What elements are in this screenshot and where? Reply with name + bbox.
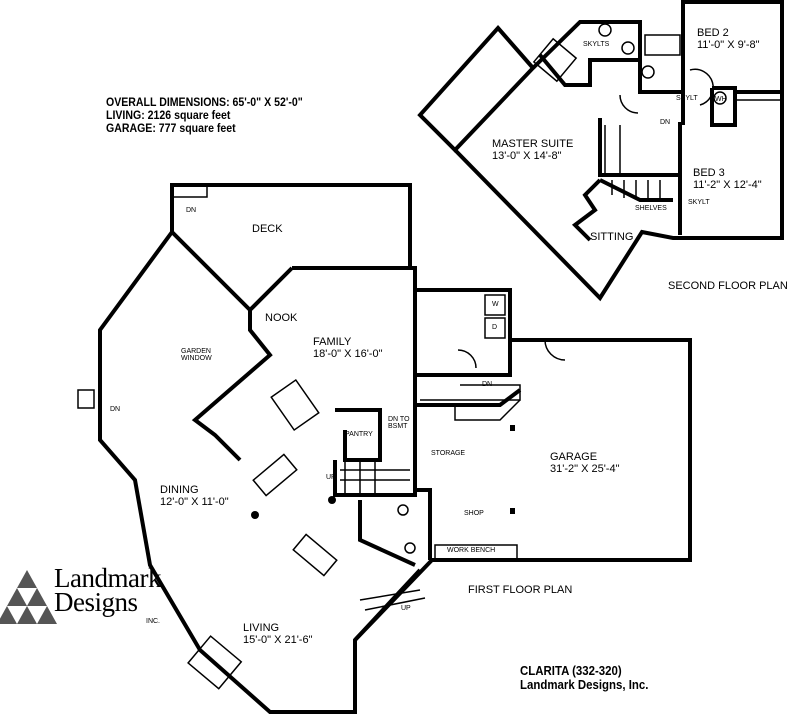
shelves-note: SHELVES bbox=[635, 205, 667, 212]
living-area: LIVING: 2126 square feet bbox=[106, 108, 231, 122]
living-label: LIVING bbox=[243, 622, 279, 634]
first-floor-title: FIRST FLOOR PLAN bbox=[468, 584, 572, 596]
living-size: 15'-0" X 21'-6" bbox=[243, 634, 313, 646]
plan-name: CLARITA (332-320) bbox=[520, 663, 622, 678]
garden-window-note: GARDEN bbox=[181, 348, 211, 355]
balcony-outline bbox=[417, 24, 536, 153]
skylight-note: SKYLT bbox=[676, 95, 698, 102]
deck-stair-down-note: DN bbox=[186, 207, 196, 214]
basement-stair-note: BSMT bbox=[388, 423, 408, 430]
stair-up-note: UP bbox=[326, 474, 336, 481]
dining-label: DINING bbox=[160, 484, 199, 496]
second-floor-plan: MASTER SUITE 13'-0" X 14'-8" BED 2 11'-0… bbox=[417, 0, 788, 302]
company-name: Landmark Designs, Inc. bbox=[520, 677, 649, 692]
skylights-note: SKYLTS bbox=[583, 41, 610, 48]
work-bench-label: WORK BENCH bbox=[447, 547, 495, 554]
first-floor-plan: DECK NOOK FAMILY 18'-0" X 16'-0" DINING … bbox=[77, 183, 692, 714]
garage-size: 31'-2" X 25'-4" bbox=[550, 463, 620, 475]
garage-stair-down-note: DN bbox=[482, 381, 492, 388]
garage-area: GARAGE: 777 square feet bbox=[106, 121, 236, 135]
skylight-note: SKYLT bbox=[688, 199, 710, 206]
master-suite-label: MASTER SUITE bbox=[492, 138, 573, 150]
dryer-label: D bbox=[492, 324, 497, 331]
basement-stair-note: DN TO bbox=[388, 416, 410, 423]
pantry-label: PANTRY bbox=[345, 431, 373, 438]
second-floor-title: SECOND FLOOR PLAN bbox=[668, 280, 788, 292]
logo-triangles-icon bbox=[0, 570, 57, 624]
entry-stair-up-note: UP bbox=[401, 605, 411, 612]
washer-label: W bbox=[492, 301, 499, 308]
deck-outline bbox=[170, 183, 412, 312]
deck-label: DECK bbox=[252, 223, 283, 235]
bed2-size: 11'-0" X 9'-8" bbox=[697, 39, 760, 51]
garden-window-note: WINDOW bbox=[181, 355, 212, 362]
family-size: 18'-0" X 16'-0" bbox=[313, 348, 383, 360]
stair-down-note: DN bbox=[660, 119, 670, 126]
garage-label: GARAGE bbox=[550, 451, 597, 463]
shop-label: SHOP bbox=[464, 510, 484, 517]
bed2-label: BED 2 bbox=[697, 27, 729, 39]
sitting-label: SITTING bbox=[590, 231, 633, 243]
water-heater-note: WH bbox=[715, 96, 727, 103]
master-suite-size: 13'-0" X 14'-8" bbox=[492, 150, 562, 162]
second-floor-outer-wall bbox=[453, 0, 784, 302]
side-stair-down-note: DN bbox=[110, 406, 120, 413]
bed3-label: BED 3 bbox=[693, 167, 725, 179]
nook-label: NOOK bbox=[265, 312, 298, 324]
family-label: FAMILY bbox=[313, 336, 352, 348]
storage-label: STORAGE bbox=[431, 450, 465, 457]
logo-inc: INC. bbox=[146, 618, 160, 625]
dining-size: 12'-0" X 11'-0" bbox=[160, 496, 229, 508]
bed3-size: 11'-2" X 12'-4" bbox=[693, 179, 762, 191]
overall-dimensions: OVERALL DIMENSIONS: 65'-0" X 52'-0" bbox=[106, 95, 303, 109]
